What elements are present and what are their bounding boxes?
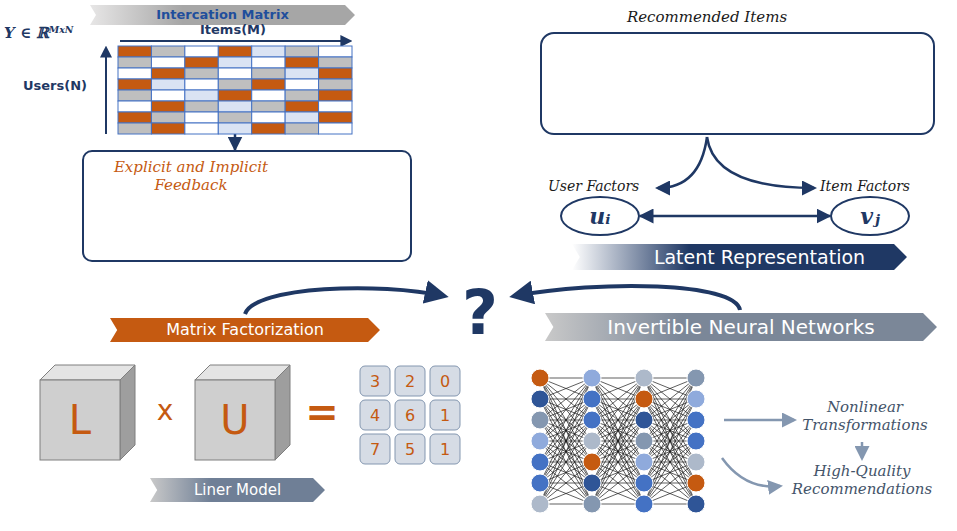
result-matrix (360, 366, 460, 464)
node-text: Intercation Matrix (156, 7, 289, 23)
factor-label: User Factors (548, 178, 652, 195)
outcome-label: High-Quality Recommendations (782, 462, 942, 498)
items-axis (120, 40, 350, 42)
recommended-items-box: Recommended Items (540, 32, 935, 135)
question-mark: ? (452, 276, 508, 350)
interaction-matrix: Items(M)Users(N) (118, 46, 352, 134)
matrix-symbol: Y ∈ ℝᴹˣᴺ (4, 24, 104, 42)
factor-arrow (707, 137, 814, 188)
flow-arrow (722, 458, 780, 486)
matrix-cell: 6 (395, 406, 425, 425)
matrix-cell: 0 (430, 372, 460, 391)
inn-banner: Invertible Neural Networks (545, 313, 937, 341)
connector-arrow (640, 215, 830, 218)
neural-network (531, 369, 705, 513)
equals-sign: = (296, 388, 348, 436)
matrix-cell: 1 (430, 440, 460, 459)
matrix-cell: 4 (360, 406, 390, 425)
matrix-cell: 3 (360, 372, 390, 391)
matrix-cube: L (40, 365, 135, 460)
multiply-sign: x (148, 394, 182, 428)
node-text: Liner Model (194, 481, 281, 499)
node-text: Items(M) (173, 22, 293, 38)
users-axis (105, 48, 107, 134)
matrix-cell: 5 (395, 440, 425, 459)
node-text: Explicit and Implicit Feedback (96, 158, 286, 194)
item-factor-circle: vⱼ (830, 196, 910, 236)
node-text: Recommended Items (592, 8, 822, 26)
question-arrow (245, 288, 444, 314)
user-factor-circle: uᵢ (560, 196, 640, 236)
flow-arrow (861, 442, 864, 458)
linear-model-banner: Liner Model (150, 478, 325, 502)
matrix-cell: 2 (395, 372, 425, 391)
node-text: U (195, 380, 275, 460)
node-outline (118, 46, 352, 134)
flow-arrow (724, 419, 794, 422)
factor-label: Item Factors (820, 178, 928, 195)
node-text: Latent Representation (654, 246, 865, 269)
question-arrow (514, 286, 740, 310)
connector-arrow (234, 134, 237, 150)
factor-arrow (658, 137, 707, 188)
latent-banner: Latent Representation (572, 244, 907, 270)
nonlinear-label: Nonlinear Transformations (800, 398, 930, 434)
node-text: uᵢ (589, 203, 610, 229)
node-text: vⱼ (860, 203, 880, 229)
feedback-box: Explicit and Implicit Feedback (82, 150, 412, 262)
matrix-factorization-banner: Matrix Factorization (110, 318, 380, 342)
matrix-cube: U (195, 365, 290, 460)
node-text: Users(N) (23, 78, 103, 94)
matrix-cell: 7 (360, 440, 390, 459)
matrix-cell: 1 (430, 406, 460, 425)
node-text: Invertible Neural Networks (607, 315, 875, 339)
node-text: Matrix Factorization (166, 320, 324, 339)
node-text: L (40, 380, 120, 460)
